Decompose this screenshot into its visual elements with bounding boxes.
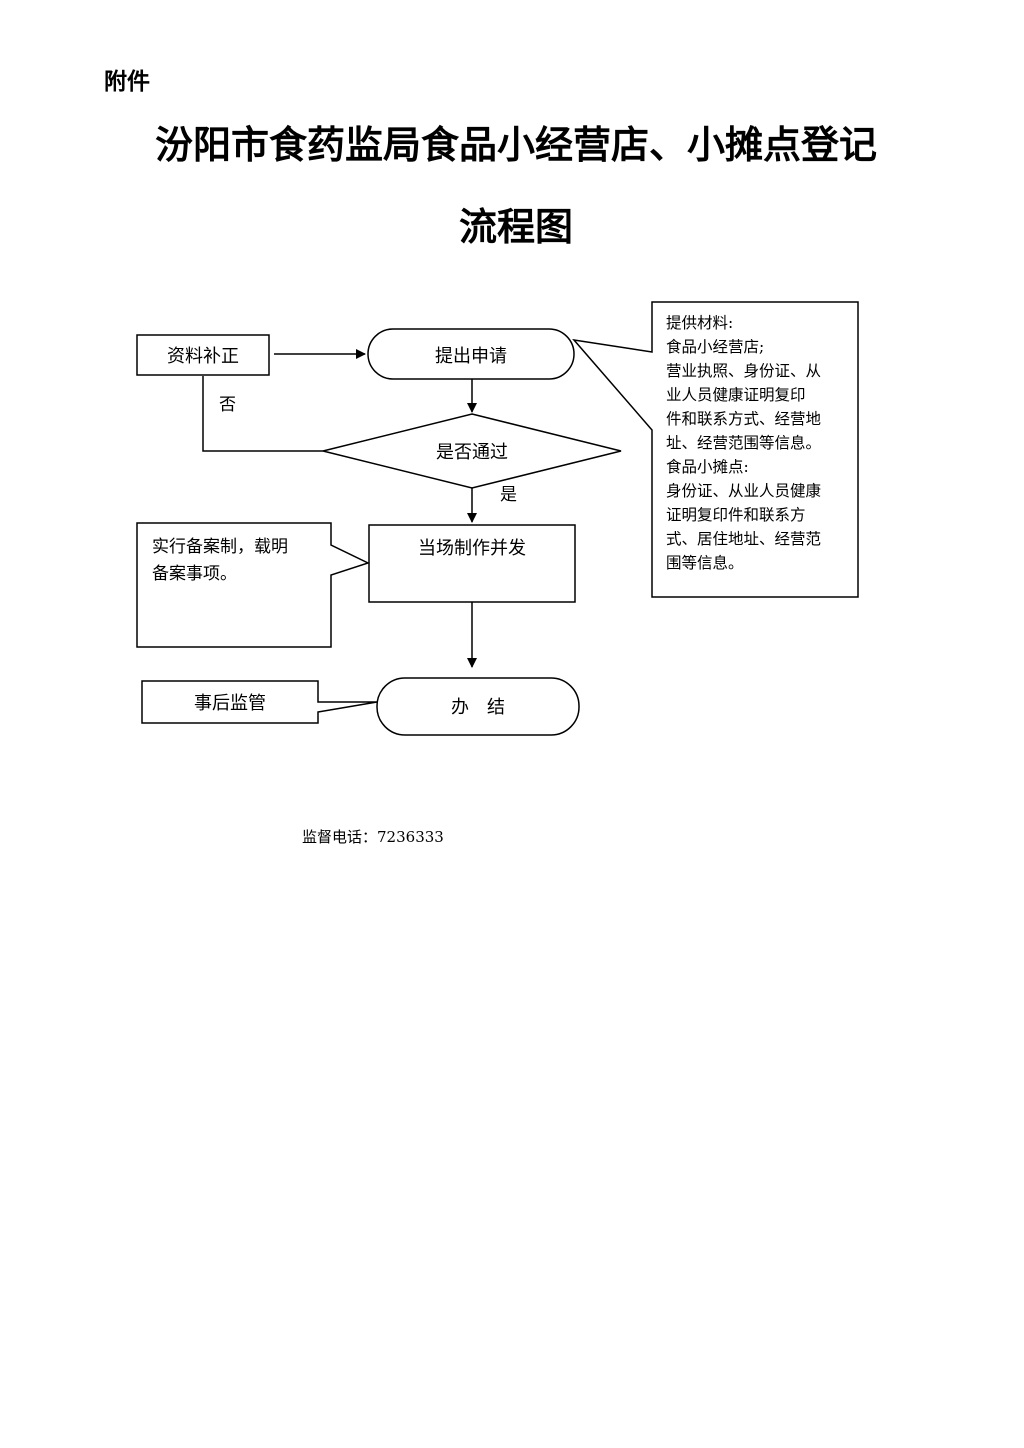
page-title: 汾阳市食药监局食品小经营店、小摊点登记 bbox=[154, 123, 877, 167]
annex-label: 附件 bbox=[104, 69, 150, 95]
materials-line: 身份证、从业人员健康 bbox=[666, 482, 821, 500]
materials-line: 食品小摊点: bbox=[666, 458, 749, 476]
produce-node: 当场制作并发 bbox=[368, 524, 576, 603]
supplement-node-label: 资料补正 bbox=[167, 346, 239, 367]
materials-line: 围等信息。 bbox=[666, 554, 744, 572]
materials-line: 址、经营范围等信息。 bbox=[666, 434, 821, 452]
materials-line: 营业执照、身份证、从 bbox=[666, 362, 821, 380]
supplement-node: 资料补正 bbox=[136, 334, 270, 376]
supervision-callout: 事后监管 bbox=[141, 680, 378, 724]
filing-line: 实行备案制，载明 bbox=[152, 537, 288, 557]
decision-node: 是否通过 bbox=[322, 413, 622, 489]
materials-line: 提供材料: bbox=[666, 314, 733, 332]
flowchart: 资料补正 提出申请 提供材料: 食品小经营店; 营业执照、身份证、从 业人员健康… bbox=[136, 301, 859, 736]
supervision-phone: 监督电话：7236333 bbox=[302, 826, 444, 847]
materials-callout-text: 提供材料: 食品小经营店; 营业执照、身份证、从 业人员健康证明复印 件和联系方… bbox=[666, 314, 826, 572]
materials-line: 业人员健康证明复印 bbox=[666, 386, 806, 404]
filing-callout-text: 实行备案制，载明 备案事项。 bbox=[152, 537, 293, 584]
materials-callout: 提供材料: 食品小经营店; 营业执照、身份证、从 业人员健康证明复印 件和联系方… bbox=[572, 301, 859, 598]
phone-number: 7236333 bbox=[377, 828, 444, 846]
materials-line: 证明复印件和联系方 bbox=[666, 506, 806, 524]
apply-node-label: 提出申请 bbox=[435, 346, 507, 367]
done-node: 办 结 bbox=[376, 677, 580, 736]
yes-label: 是 bbox=[500, 485, 517, 505]
produce-node-label: 当场制作并发 bbox=[418, 538, 526, 559]
supervision-node-label: 事后监管 bbox=[194, 693, 266, 714]
done-node-label: 办 结 bbox=[451, 697, 505, 718]
page-title-continued: 流程图 bbox=[458, 205, 573, 249]
materials-line: 件和联系方式、经营地 bbox=[666, 410, 821, 428]
filing-line: 备案事项。 bbox=[152, 564, 237, 584]
no-path-line bbox=[202, 376, 323, 452]
phone-label: 监督电话： bbox=[302, 828, 378, 846]
filing-callout: 实行备案制，载明 备案事项。 bbox=[136, 522, 371, 648]
decision-node-label: 是否通过 bbox=[436, 442, 508, 463]
materials-line: 式、居住地址、经营范 bbox=[666, 530, 821, 548]
apply-node: 提出申请 bbox=[367, 328, 575, 380]
no-label: 否 bbox=[219, 395, 236, 415]
materials-line: 食品小经营店; bbox=[666, 338, 764, 356]
